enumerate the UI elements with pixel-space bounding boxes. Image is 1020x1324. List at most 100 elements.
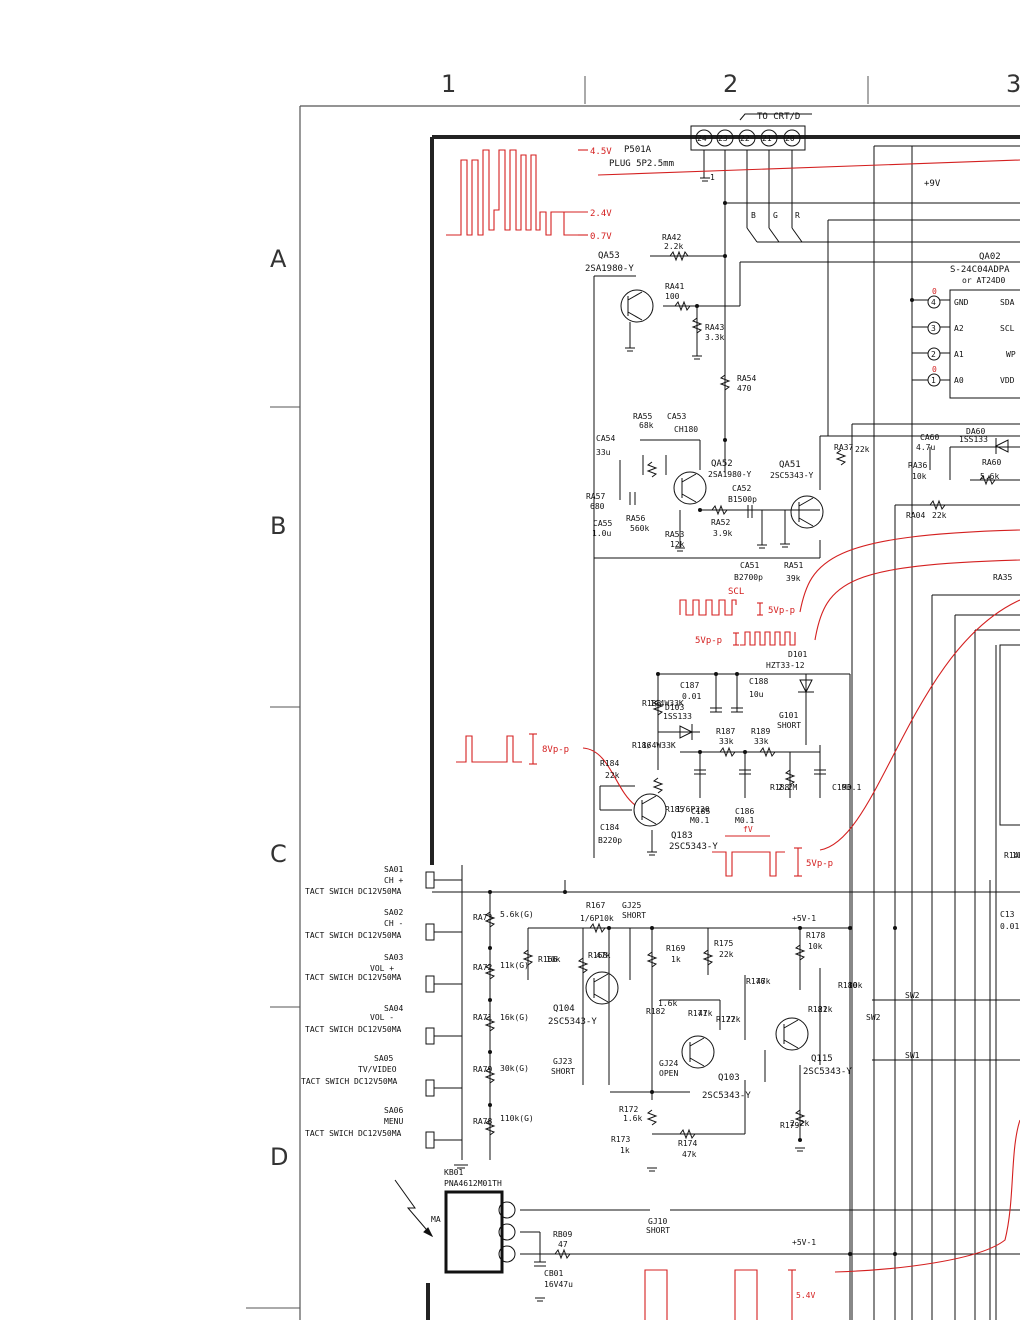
r180-ref: R180 xyxy=(838,981,857,990)
connector-pin-23: 23 xyxy=(718,134,728,143)
r182-ref: R182 xyxy=(646,1007,665,1016)
r168-ref: R168 xyxy=(588,951,607,960)
ic-pin-2-num: 2 xyxy=(931,350,936,359)
receiver-ref: KB01 xyxy=(444,1168,463,1177)
ic-pin-1-num: 1 xyxy=(931,376,936,385)
c187-val: 0.01 xyxy=(682,692,701,701)
switch-1-func: CH + xyxy=(384,876,403,885)
ic-pin-sda: SDA xyxy=(1000,298,1015,307)
switch-5-rating: TACT SWICH DC12V50MA xyxy=(301,1077,398,1086)
receiver-mark: MA xyxy=(431,1215,441,1224)
r183-val: 1/4W33K xyxy=(650,699,684,708)
rb09-val: 47 xyxy=(558,1240,568,1249)
q104-ref: Q104 xyxy=(553,1004,575,1014)
ca60-val: 4.7u xyxy=(916,443,935,452)
grid-column-3: 3 xyxy=(1006,70,1020,98)
ra04-val: 22k xyxy=(932,511,947,520)
ra43-val: 3.3k xyxy=(705,333,724,342)
c193-val: M0.1 xyxy=(842,783,861,792)
wiring xyxy=(432,145,1020,1320)
net-sw2-vertical: SW2 xyxy=(866,1013,881,1022)
connector-title: TO CRT/D xyxy=(757,112,800,122)
switch-3-ref: SA03 xyxy=(384,953,403,962)
ic-alt: or AT24D0 xyxy=(962,276,1006,285)
r184-val: 22k xyxy=(605,771,620,780)
r166-ref: R166 xyxy=(538,955,557,964)
transistor-symbols xyxy=(585,289,824,1069)
connector-pin-24: 24 xyxy=(697,134,707,143)
net-sw1: SW1 xyxy=(905,1051,920,1060)
r182-val: 1.6k xyxy=(658,999,677,1008)
switch-5-ref: SA05 xyxy=(374,1054,393,1063)
ca54-val: 33u xyxy=(596,448,611,457)
r186-ref: R186 xyxy=(632,741,651,750)
ic-part: S-24C04ADPA xyxy=(950,265,1010,275)
waveform-fv-amp: 5Vp-p xyxy=(806,859,833,869)
r175-val: 22k xyxy=(719,950,734,959)
switch-4-ref: SA04 xyxy=(384,1004,403,1013)
c13x-val: 0.01 xyxy=(1000,922,1019,931)
signal-red: R xyxy=(795,211,800,220)
waveform-scl-amp: 5Vp-p xyxy=(768,606,795,616)
ra60-ref: RA60 xyxy=(982,458,1001,467)
c185-ref: C185 xyxy=(691,807,710,816)
switch-4-rating: TACT SWICH DC12V50MA xyxy=(305,1025,402,1034)
qa51-ref: QA51 xyxy=(779,460,801,470)
q103-ref: Q103 xyxy=(718,1073,740,1083)
grid-frame xyxy=(246,76,1020,1320)
qa53-part: 2SA1980-Y xyxy=(585,264,634,274)
component-labels: RA42 2.2k RA41 100 RA43 3.3k RA54 470 RA… xyxy=(473,233,1020,1289)
waveform-scl-label: SCL xyxy=(728,587,744,597)
ra51-ref: RA51 xyxy=(784,561,803,570)
ic-pin-4-level: 0 xyxy=(932,287,937,296)
switch-6-func: MENU xyxy=(384,1117,403,1126)
ra55-val: 68k xyxy=(639,421,654,430)
r178-val: 10k xyxy=(808,942,823,951)
ra72-ref: RA72 xyxy=(473,963,492,972)
cb01-val: 16V47u xyxy=(544,1280,573,1289)
ra41-ref: RA41 xyxy=(665,282,684,291)
r140-val: 100 xyxy=(1012,851,1020,860)
junctions xyxy=(488,201,914,1256)
switch-2-ref: SA02 xyxy=(384,908,403,917)
ra79-val: 30k(G) xyxy=(500,1064,529,1073)
switch-2-rating: TACT SWICH DC12V50MA xyxy=(305,931,402,940)
r185-val: 1/6P220 xyxy=(676,805,710,814)
r168-val: 47k xyxy=(596,951,611,960)
r174-val: 47k xyxy=(682,1150,697,1159)
connector-p501a xyxy=(690,113,812,151)
ra73-val: 5.6k(G) xyxy=(500,910,534,919)
board-outline xyxy=(426,135,1020,1320)
r176-val: 47k xyxy=(756,977,771,986)
ra53-val: 12k xyxy=(670,540,685,549)
ra72-val: 11k(G) xyxy=(500,961,529,970)
g101-val: SHORT xyxy=(777,721,801,730)
c13x-ref: C13 xyxy=(1000,910,1015,919)
grid-row-c: C xyxy=(270,840,287,868)
qa53-ref: QA53 xyxy=(598,251,620,261)
ra57-ref: RA57 xyxy=(586,492,605,501)
ra04-ref: RA04 xyxy=(906,511,925,520)
waveform-annotations xyxy=(446,149,1020,1320)
r176-ref: R176 xyxy=(746,977,765,986)
connector-type: PLUG 5P2.5mm xyxy=(609,159,674,169)
r188-val: 2.2M xyxy=(778,783,797,792)
r166-val: 10k xyxy=(546,955,561,964)
d103-val: 1SS133 xyxy=(663,712,692,721)
ra37-ref: RA37 xyxy=(834,443,853,452)
ic-pin-circles xyxy=(927,295,941,387)
ic-pin-scl: SCL xyxy=(1000,324,1015,333)
waveform-fv: fV xyxy=(743,825,753,834)
switch-6-rating: TACT SWICH DC12V50MA xyxy=(305,1129,402,1138)
grid-row-b: B xyxy=(270,512,286,540)
switch-list: SA01 CH + TACT SWICH DC12V50MA SA02 CH -… xyxy=(301,865,403,1138)
r183-ref: R183 xyxy=(642,699,661,708)
connector-ref: P501A xyxy=(624,145,652,155)
ra42-ref: RA42 xyxy=(662,233,681,242)
grid-row-a: A xyxy=(270,245,287,273)
c193-ref: C193 xyxy=(832,783,851,792)
r187-val: 33k xyxy=(719,737,734,746)
r184-ref: R184 xyxy=(600,759,619,768)
gj23-ref: GJ23 xyxy=(553,1057,572,1066)
ca52-ref: CA52 xyxy=(732,484,751,493)
